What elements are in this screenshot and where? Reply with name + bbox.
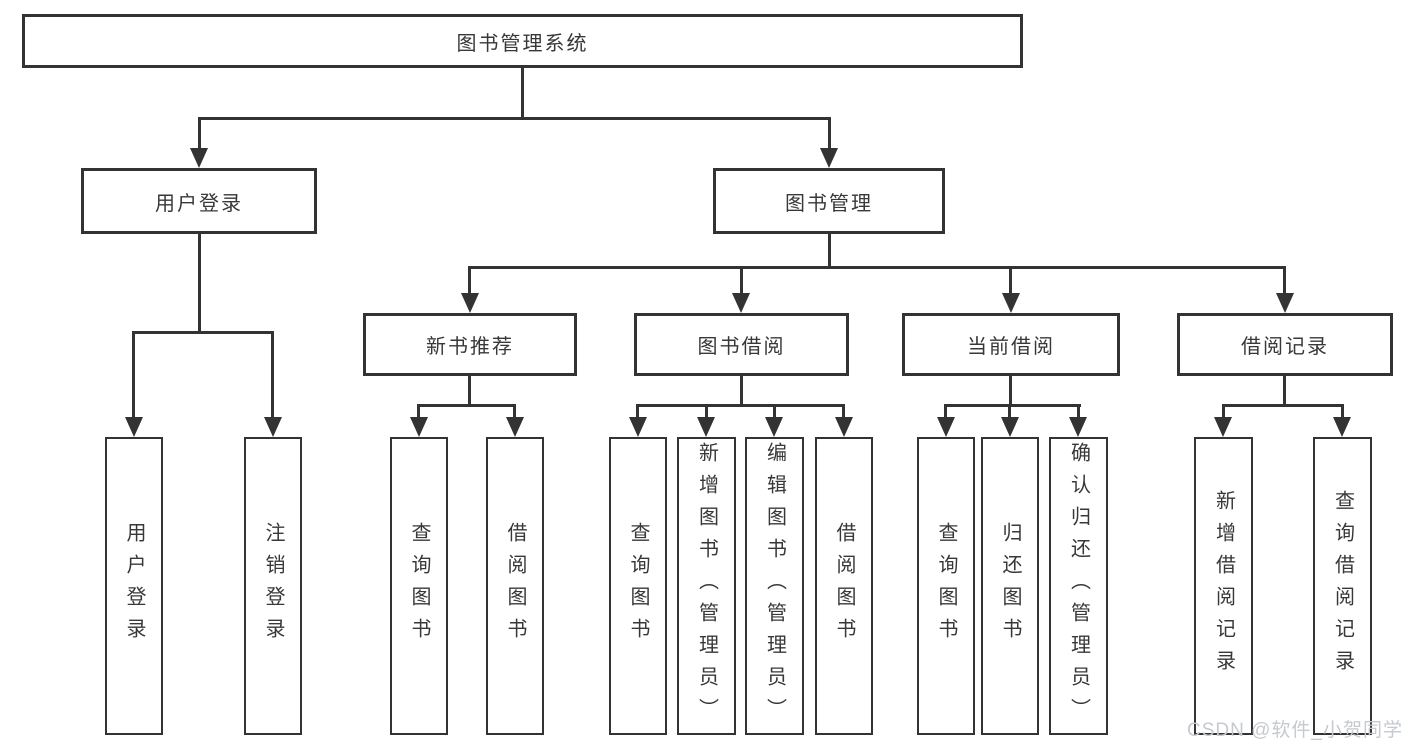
leaf-logout: 注销登录: [244, 437, 302, 735]
connector-userlogin-stem: [198, 234, 201, 333]
leaf-borrow-books-recommend: 借阅图书: [486, 437, 544, 735]
connector-newbook-stub-1: [417, 404, 420, 419]
leaf-confirm-return-admin: 确认归还（管理员）: [1049, 437, 1108, 735]
connector-bookborrow-stub-4: [842, 404, 845, 419]
leaf-query-books-current-label: 查询图书: [935, 522, 957, 650]
connector-borrowrecord-stub-2: [1341, 404, 1344, 419]
arrow-down-icon: [1002, 293, 1020, 313]
connector-userlogin-branch: [132, 331, 274, 334]
leaf-query-books-recommend-label: 查询图书: [408, 522, 430, 650]
connector-bookborrow-stub-3: [773, 404, 776, 419]
connector-root-stub-left: [198, 117, 201, 150]
connector-bookborrow-branch: [636, 404, 844, 407]
connector-borrowrecord-stub-1: [1222, 404, 1225, 419]
connector-currentborrow-stem: [1009, 376, 1012, 406]
connector-currentborrow-stub-1: [944, 404, 947, 419]
arrow-down-icon: [1214, 417, 1232, 437]
leaf-user-login-label: 用户登录: [123, 522, 145, 650]
arrow-down-icon: [835, 417, 853, 437]
connector-currentborrow-stub-3: [1077, 404, 1080, 419]
leaf-query-borrow-record: 查询借阅记录: [1313, 437, 1372, 735]
node-book-management-label: 图书管理: [785, 192, 873, 215]
connector-borrowrecord-stem: [1283, 376, 1286, 406]
connector-bookmgmt-stub-3: [1009, 266, 1012, 295]
arrow-down-icon: [1276, 293, 1294, 313]
leaf-edit-book-admin-label: 编辑图书（管理员）: [763, 442, 786, 730]
leaf-return-book-label: 归还图书: [999, 522, 1021, 650]
leaf-logout-label: 注销登录: [262, 522, 284, 650]
connector-newbook-stem: [468, 376, 471, 406]
leaf-user-login: 用户登录: [105, 437, 163, 735]
csdn-watermark: CSDN @软件_小贺同学: [1187, 720, 1403, 741]
connector-userlogin-stub-2: [271, 331, 274, 419]
leaf-query-books-borrow: 查询图书: [609, 437, 667, 735]
connector-currentborrow-branch: [944, 404, 1081, 407]
connector-bookmgmt-stub-4: [1283, 266, 1286, 295]
leaf-add-book-admin-label: 新增图书（管理员）: [695, 442, 718, 730]
leaf-add-book-admin: 新增图书（管理员）: [677, 437, 736, 735]
node-book-borrow-label: 图书借阅: [697, 336, 786, 358]
arrow-down-icon: [1001, 417, 1019, 437]
connector-userlogin-stub-1: [132, 331, 135, 419]
connector-bookmgmt-branch: [468, 266, 1286, 269]
arrow-down-icon: [697, 417, 715, 437]
connector-newbook-branch: [417, 404, 515, 407]
leaf-query-books-recommend: 查询图书: [390, 437, 448, 735]
arrow-down-icon: [264, 417, 282, 437]
connector-bookmgmt-stem: [828, 234, 831, 268]
leaf-confirm-return-admin-label: 确认归还（管理员）: [1067, 442, 1090, 730]
node-current-borrow: 当前借阅: [902, 313, 1120, 376]
node-user-login-label: 用户登录: [155, 192, 243, 215]
connector-currentborrow-stub-2: [1008, 404, 1011, 419]
node-library-system: 图书管理系统: [22, 14, 1023, 68]
arrow-down-icon: [1333, 417, 1351, 437]
connector-bookborrow-stub-2: [705, 404, 708, 419]
node-new-book-recommend: 新书推荐: [363, 313, 577, 376]
node-book-borrow: 图书借阅: [634, 313, 849, 376]
arrow-down-icon: [410, 417, 428, 437]
leaf-borrow-books: 借阅图书: [815, 437, 873, 735]
connector-bookborrow-stub-1: [636, 404, 639, 419]
arrow-down-icon: [461, 293, 479, 313]
leaf-query-borrow-record-label: 查询借阅记录: [1331, 490, 1354, 682]
leaf-return-book: 归还图书: [981, 437, 1039, 735]
leaf-add-borrow-record: 新增借阅记录: [1194, 437, 1253, 735]
connector-bookmgmt-stub-2: [740, 266, 743, 295]
leaf-edit-book-admin: 编辑图书（管理员）: [745, 437, 804, 735]
connector-root-stem: [521, 68, 524, 119]
node-new-book-recommend-label: 新书推荐: [426, 336, 514, 358]
arrow-down-icon: [125, 417, 143, 437]
connector-newbook-stub-2: [513, 404, 516, 419]
arrow-down-icon: [190, 148, 208, 168]
node-user-login: 用户登录: [81, 168, 317, 234]
leaf-query-books-borrow-label: 查询图书: [627, 522, 649, 650]
connector-bookborrow-stem: [740, 376, 743, 406]
arrow-down-icon: [937, 417, 955, 437]
arrow-down-icon: [1069, 417, 1087, 437]
leaf-query-books-current: 查询图书: [917, 437, 975, 735]
arrow-down-icon: [820, 148, 838, 168]
leaf-borrow-books-recommend-label: 借阅图书: [504, 522, 526, 650]
connector-bookmgmt-stub-1: [468, 266, 471, 295]
connector-root-stub-right: [828, 117, 831, 150]
node-library-system-label: 图书管理系统: [456, 32, 589, 55]
arrow-down-icon: [732, 293, 750, 313]
node-borrow-record-label: 借阅记录: [1241, 336, 1329, 358]
arrow-down-icon: [629, 417, 647, 437]
arrow-down-icon: [506, 417, 524, 437]
node-borrow-record: 借阅记录: [1177, 313, 1393, 376]
connector-root-branch: [198, 117, 831, 120]
connector-borrowrecord-branch: [1222, 404, 1344, 407]
arrow-down-icon: [765, 417, 783, 437]
leaf-add-borrow-record-label: 新增借阅记录: [1212, 490, 1235, 682]
leaf-borrow-books-label: 借阅图书: [833, 522, 855, 650]
node-book-management: 图书管理: [713, 168, 945, 234]
node-current-borrow-label: 当前借阅: [967, 336, 1055, 358]
